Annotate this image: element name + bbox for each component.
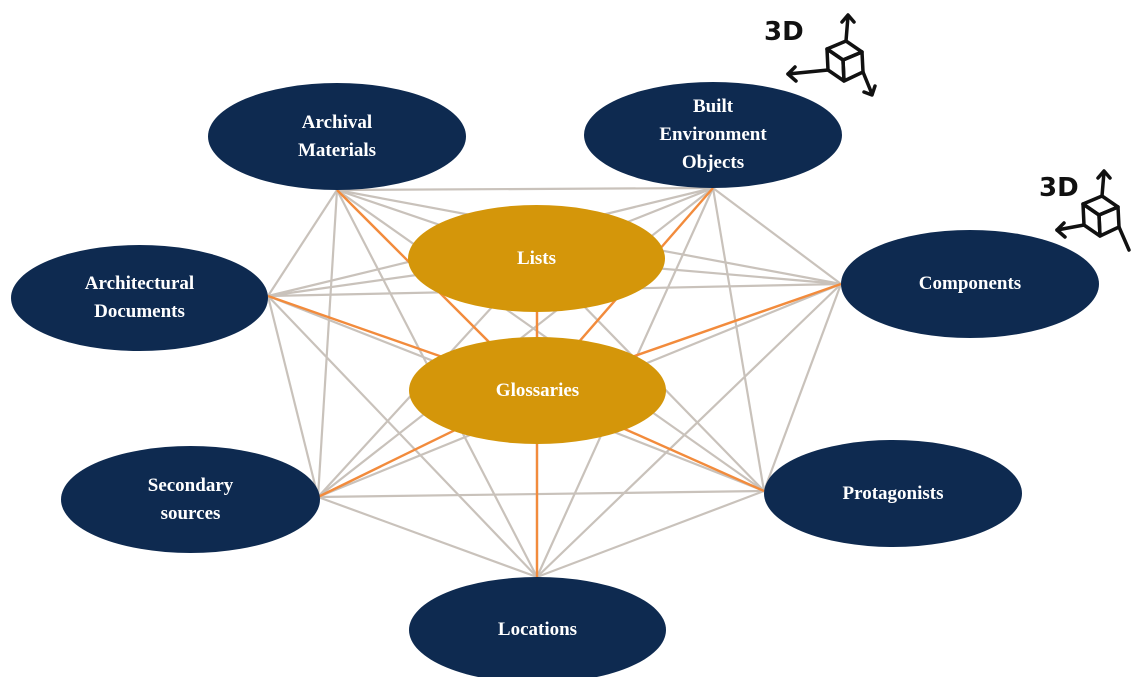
3d-badge-components: 3D	[1035, 166, 1137, 261]
node-label: Built Environment Objects	[659, 96, 767, 173]
grey-link-secondary-protagonists	[317, 489, 765, 499]
node-locations: Locations	[409, 577, 666, 677]
node-label: Lists	[516, 247, 557, 269]
grey-link-built-components	[712, 187, 842, 285]
grey-link-architectural-locations	[267, 295, 538, 578]
3d-badge-built-environment: 3D	[760, 10, 885, 105]
cube-axes-icon: 3D	[1039, 169, 1131, 252]
node-secondary-sources: Secondary sources	[61, 446, 320, 553]
grey-link-components-locations	[536, 283, 842, 578]
node-archival-materials: Archival Materials	[208, 83, 466, 190]
grey-link-components-protagonists	[762, 283, 843, 492]
node-glossaries: Glossaries	[409, 337, 666, 444]
grey-link-protagonists-locations	[536, 489, 765, 579]
grey-link-archival-secondary	[316, 189, 339, 498]
node-label: Archival Materials	[297, 111, 377, 161]
node-built-environment-objects: Built Environment Objects	[584, 82, 842, 188]
node-label: Locations	[497, 619, 578, 640]
grey-link-archival-built	[336, 186, 714, 192]
node-protagonists: Protagonists	[764, 440, 1022, 547]
grey-link-secondary-locations	[317, 495, 538, 579]
node-label: Secondary sources	[147, 474, 234, 524]
node-label: Protagonists	[842, 482, 944, 504]
cube-axes-icon: 3D	[764, 13, 877, 97]
grey-link-architectural-secondary	[266, 295, 320, 498]
badge-text: 3D	[764, 17, 804, 47]
node-label: Glossaries	[495, 379, 580, 401]
node-components: Components	[841, 230, 1099, 338]
badge-text: 3D	[1039, 173, 1079, 203]
node-label: Components	[918, 273, 1022, 294]
node-label: Architectural Documents	[84, 273, 195, 322]
node-architectural-documents: Architectural Documents	[11, 245, 268, 351]
grey-link-archival-architectural	[267, 189, 338, 297]
node-lists: Lists	[408, 205, 665, 312]
grey-link-built-protagonists	[711, 187, 766, 492]
